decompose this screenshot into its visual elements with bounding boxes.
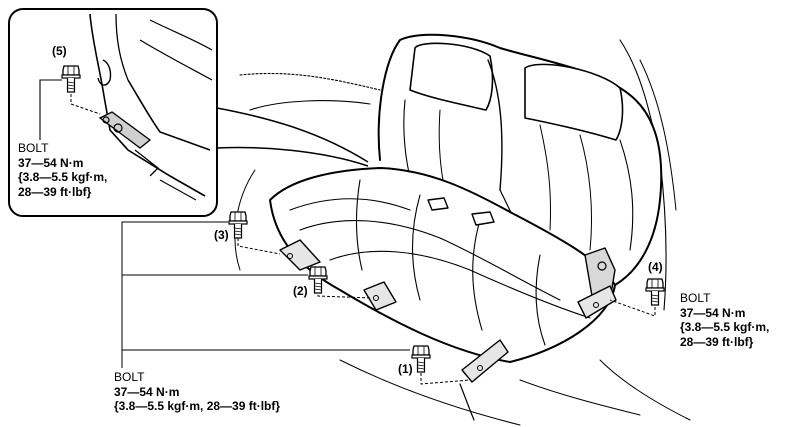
spec-line3: 28—39 ft·lbf} (680, 334, 754, 349)
bolt-spec-bottom: BOLT 37—54 N·m {3.8—5.5 kgf·m, 28—39 ft·… (114, 370, 280, 414)
spec-line3: 28—39 ft·lbf} (18, 184, 92, 199)
spec-line2: {3.8—5.5 kgf·m, (680, 320, 770, 334)
bolt-icon (228, 211, 248, 239)
callout-2: (2) (293, 284, 308, 298)
callout-3: (3) (214, 228, 229, 242)
callout-4: (4) (648, 260, 663, 274)
bolt-spec-inset: BOLT 37—54 N·m {3.8—5.5 kgf·m, 28—39 ft·… (18, 141, 107, 199)
rear-seat-assembly (234, 33, 691, 426)
spec-torque: 37—54 N·m (18, 155, 84, 170)
leaders (121, 221, 656, 385)
inset-detail (8, 8, 369, 217)
spec-line2: {3.8—5.5 kgf·m, (18, 170, 108, 184)
spec-line2: {3.8—5.5 kgf·m, 28—39 ft·lbf} (114, 399, 281, 413)
callout-1: (1) (398, 362, 413, 376)
callout-5: (5) (52, 44, 67, 58)
spec-name: BOLT (18, 141, 49, 155)
spec-name: BOLT (680, 291, 711, 305)
spec-torque: 37—54 N·m (680, 305, 746, 320)
spec-name: BOLT (114, 370, 145, 384)
bolt-icon (645, 278, 665, 306)
bolt-spec-right: BOLT 37—54 N·m {3.8—5.5 kgf·m, 28—39 ft·… (680, 291, 769, 349)
spec-torque: 37—54 N·m (114, 384, 180, 399)
bolt-icon (411, 345, 431, 373)
